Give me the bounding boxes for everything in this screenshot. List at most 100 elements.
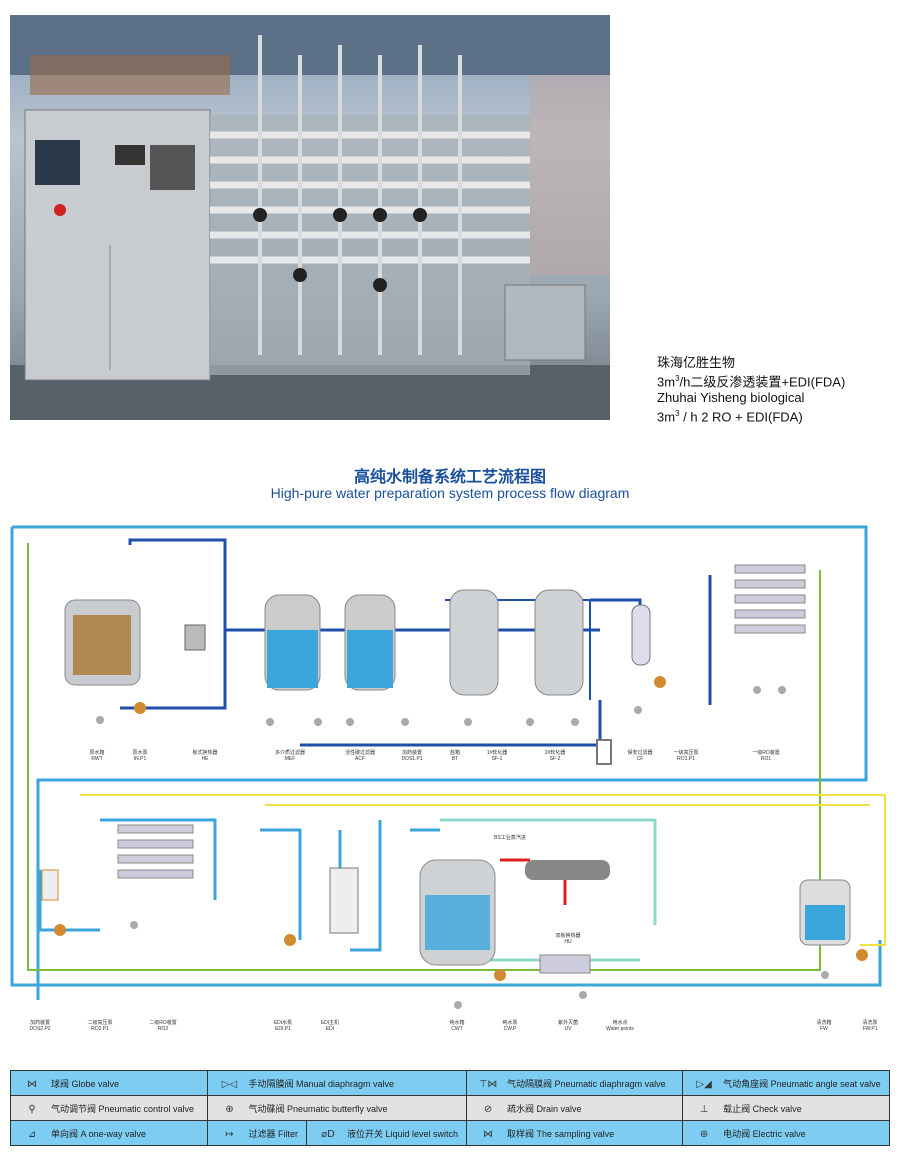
one-way-valve-icon: ⊿ [27, 1128, 37, 1140]
caption-company-en: Zhuhai Yisheng biological [657, 390, 805, 406]
caption-spec-en: 3m3 / h 2 RO + EDI(FDA) [657, 406, 845, 425]
valve-legend: ⋈球阀 Globe valve ▷◁手动隔膜阀 Manual diaphragm… [9, 1070, 890, 1146]
pure-water-tank [419, 859, 496, 966]
component-label-cn: 多介质过滤器 [274, 750, 305, 756]
pipe-green-loop [27, 543, 821, 971]
component-label-cn: 二级高压泵 [87, 1020, 113, 1026]
softener-2 [534, 589, 584, 696]
legend-item: ⚲ 气动调节阀 Pneumatic control valve [9, 1095, 209, 1121]
pneumatic-butterfly-valve-icon: ⊕ [225, 1103, 234, 1115]
diagram-title-en: High-pure water preparation system proce… [270, 485, 630, 501]
activated-carbon-filter [344, 594, 396, 691]
ro2-membranes [117, 824, 194, 879]
pipe-light-ro2 [38, 818, 440, 952]
heat-exchanger [184, 624, 206, 651]
legend-label: 单向阀 A one-way valve [51, 1128, 147, 1139]
component-label-cn: 二级RO装置 [149, 1020, 177, 1026]
raw-water-tank [64, 599, 141, 686]
component-label-code: DOS2.P2 [29, 1026, 51, 1032]
sampling-valve-icon: ⋈ [483, 1128, 494, 1140]
component-label-cn: 板式换热器 [192, 750, 218, 756]
component-label-cn: 清洗泵 [862, 1020, 878, 1026]
component-label-cn: 用水点 [612, 1020, 628, 1026]
pneumatic-diaphragm-valve-icon: ⊤⋈ [478, 1078, 498, 1090]
caption-text: / h 2 RO + EDI(FDA) [679, 409, 803, 425]
legend-label: 电动阀 Electric valve [723, 1128, 806, 1139]
component-label-cn: 保安过滤器 [627, 750, 653, 756]
legend-label: 气动调节阀 Pneumatic control valve [51, 1103, 195, 1114]
ro-edi-equipment-image [10, 15, 610, 420]
drain-valve-icon: ⊘ [483, 1103, 493, 1115]
multimedia-filter [264, 594, 321, 691]
component-label-cn: 活性碳过滤器 [344, 750, 375, 756]
pipe-light-return [10, 527, 882, 987]
component-label-code: CW.P [503, 1026, 517, 1032]
component-label-code: SF-1 [491, 756, 503, 762]
component-label-cn: 原水泵 [132, 750, 148, 756]
flow-diagram-svg [10, 525, 886, 1009]
hu-label-cn: 双板换热器 [555, 933, 581, 939]
caption-text: /h二级反渗透装置+EDI(FDA) [679, 374, 846, 390]
legend-label: 手动隔膜阀 Manual diaphragm valve [248, 1078, 395, 1089]
ro1-membranes [734, 564, 806, 634]
component-label-cn: 清洗箱 [816, 1020, 832, 1026]
legend-label: 气动碟阀 Pneumatic butterfly valve [248, 1103, 388, 1114]
component-label-code: CF [636, 756, 644, 762]
component-label-code: RWT [91, 756, 103, 762]
component-label-code: ACF [355, 756, 365, 762]
legend-label: 取样阀 The sampling valve [507, 1128, 615, 1139]
component-label-cn: 2#软化器 [544, 750, 566, 756]
component-label-code: MEF [284, 756, 296, 762]
component-label-code: RO1 [760, 756, 772, 762]
equipment-photo [10, 15, 610, 420]
component-label-code: EDI.P1 [275, 1026, 291, 1032]
legend-item: ⊿ 单向阀 A one-way valve [9, 1120, 209, 1146]
component-label-cn: 紫外灭菌 [557, 1020, 578, 1026]
steam-heat-exchanger [525, 860, 610, 880]
legend-item: ⊕ 气动碟阀 Pneumatic butterfly valve [207, 1095, 468, 1121]
pipe-light-loop [12, 525, 868, 1000]
legend-item: ⋈ 取样阀 The sampling valve [466, 1120, 684, 1146]
softener-1 [449, 589, 499, 696]
pipe-yellow [80, 794, 886, 946]
hu-label-code: HU [564, 939, 572, 945]
component-label-code: Water points [606, 1026, 634, 1032]
component-label-code: RO2.P1 [91, 1026, 109, 1032]
component-label-cn: 盐箱 [449, 750, 460, 756]
component-label-code: FW [820, 1026, 828, 1032]
steam-inlet-label: BS工业蒸汽进 [494, 835, 526, 841]
legend-item: ⊛ 电动阀 Electric valve [682, 1120, 890, 1146]
pumps [54, 676, 868, 981]
legend-label: 气动隔膜阀 Pneumatic diaphragm valve [507, 1078, 666, 1089]
electric-valve-icon: ⊛ [699, 1128, 709, 1140]
photo-caption: 珠海亿胜生物 3m3/h二级反渗透装置+EDI(FDA) Zhuhai Yish… [657, 355, 845, 426]
legend-label: 气动角座阀 Pneumatic angle seat valve [723, 1078, 881, 1089]
legend-label: 疏水阀 Drain valve [507, 1103, 582, 1114]
cleaning-tank [799, 879, 851, 946]
component-label-cn: EDI主机 [320, 1020, 340, 1026]
legend-item: ▷◢气动角座阀 Pneumatic angle seat valve [682, 1070, 890, 1096]
dosing-device-2 [41, 869, 59, 901]
pneumatic-control-valve-icon: ⚲ [28, 1103, 36, 1115]
caption-text: 3m [657, 374, 676, 390]
component-label-code: DOS1.P1 [401, 756, 423, 762]
legend-item: ▷◁手动隔膜阀 Manual diaphragm valve [207, 1070, 468, 1096]
